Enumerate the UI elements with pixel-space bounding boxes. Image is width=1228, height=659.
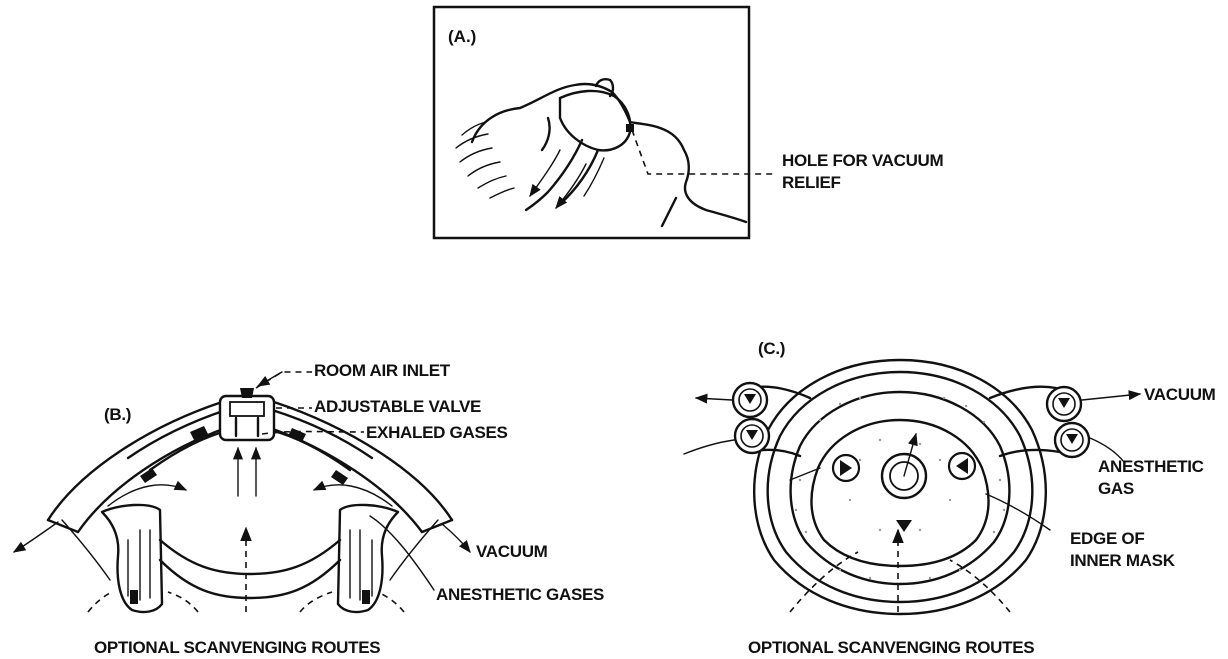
panel-b-vacuum-label: VACUUM (476, 541, 548, 563)
room-air-inlet-label: ROOM AIR INLET (314, 360, 450, 382)
panel-a-frame (434, 7, 749, 238)
panel-b-tag: (B.) (104, 404, 131, 426)
panel-c-tag: (C.) (758, 338, 785, 360)
patient-head-outline (472, 84, 746, 222)
anesthetic-gases-label: ANESTHETIC GASES (436, 584, 604, 606)
left-hose-ports (733, 383, 810, 456)
panel-a-illustration: (A.) (434, 7, 776, 238)
panel-a-tag: (A.) (448, 27, 476, 46)
vacuum-relief-leader (632, 130, 776, 174)
panel-c-footer: OPTIONAL SCANVENGING ROUTES (748, 637, 1034, 659)
scavenging-hose (526, 140, 582, 210)
mask-body (560, 91, 630, 150)
adjustable-valve-label: ADJUSTABLE VALVE (314, 396, 481, 418)
panel-b-footer: OPTIONAL SCANVENGING ROUTES (94, 637, 380, 659)
panel-c-illustration (684, 360, 1140, 614)
exhaled-gases-label: EXHALED GASES (366, 422, 508, 444)
panel-c-vacuum-label: VACUUM (1144, 384, 1216, 406)
